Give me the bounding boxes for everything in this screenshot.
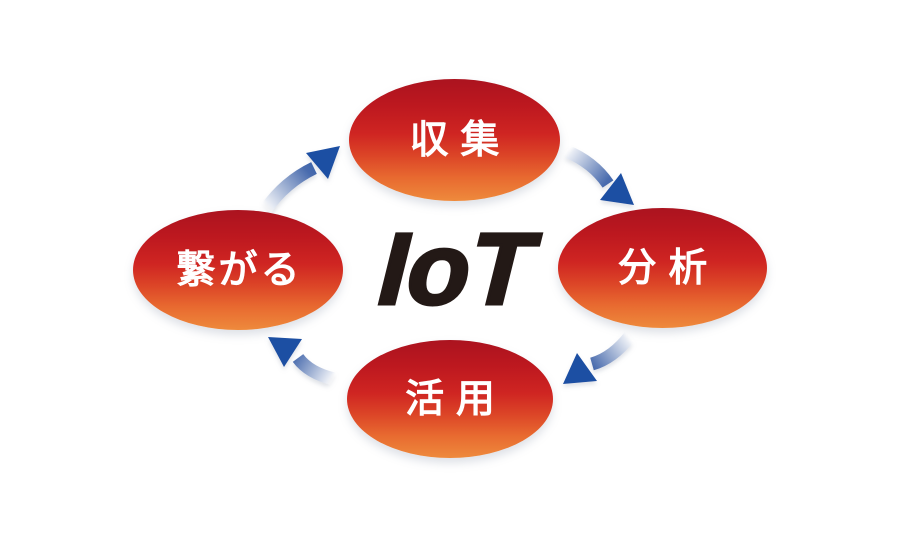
arrow-analyze-to-utilize	[563, 331, 636, 384]
node-analyze: 分析	[558, 208, 767, 328]
node-connect-label: 繋がる	[176, 248, 303, 292]
node-analyze-label: 分析	[617, 246, 720, 290]
node-connect: 繋がる	[133, 210, 343, 330]
node-utilize-label: 活用	[405, 377, 507, 421]
center-label-iot: IoT	[375, 211, 537, 328]
node-collect: 収集	[349, 79, 560, 201]
node-collect-label: 収集	[409, 118, 512, 162]
arrow-collect-to-analyze	[563, 144, 634, 205]
arrow-connect-to-collect	[260, 146, 340, 213]
arrow-utilize-to-connect	[268, 337, 336, 386]
node-utilize: 活用	[347, 340, 553, 458]
